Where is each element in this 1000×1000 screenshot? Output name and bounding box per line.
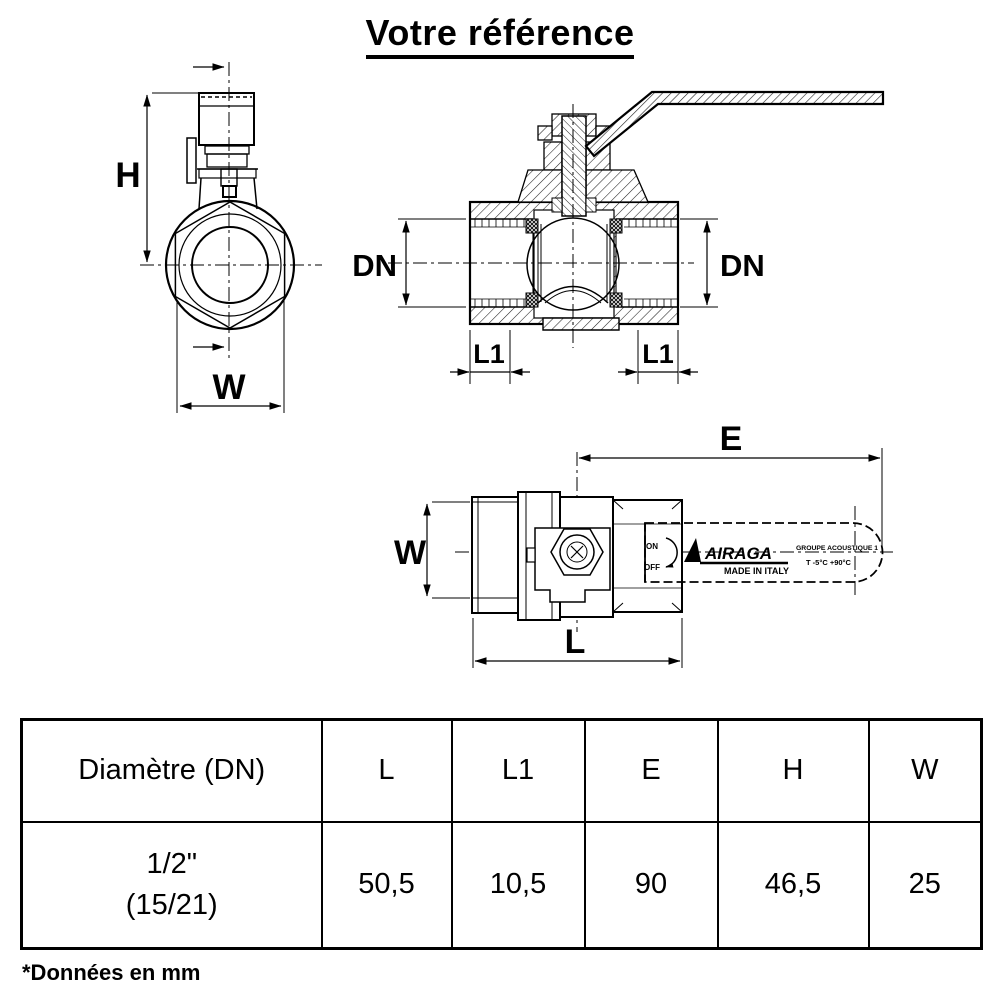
dimension-l [472, 618, 683, 668]
front-view-drawing: H W [115, 62, 322, 413]
dn-left-label: DN [352, 248, 397, 283]
right-port [615, 218, 678, 308]
e-dimension-label: E [720, 420, 743, 458]
l1-left-label: L1 [473, 339, 505, 369]
cell-l1: 10,5 [450, 820, 586, 950]
stem-and-bonnet-section [517, 113, 649, 217]
table-header-row: Diamètre (DN) L L1 E H W [20, 718, 983, 823]
l-dimension-label: L [565, 623, 586, 661]
dimension-h [143, 92, 198, 263]
handle-top-view [644, 522, 884, 583]
cell-diametre: 1/2" (15/21) [20, 820, 323, 950]
cell-h: 46,5 [716, 820, 870, 950]
header-l: L [320, 718, 453, 823]
ball-and-seats [525, 209, 623, 331]
handle-note-line2: T -5°C +90°C [806, 558, 852, 567]
page-title: Votre référence [365, 12, 635, 59]
dn-right-label: DN [720, 248, 765, 283]
handle-lever-section [584, 90, 885, 158]
valve-end-body [164, 199, 296, 331]
valve-body-section-hatch [470, 202, 678, 324]
cell-e: 90 [583, 820, 719, 950]
brand-logo-icon [684, 538, 701, 562]
w-dimension-label-top: W [394, 534, 427, 572]
handle-brand-text: AIRAGA [704, 544, 772, 563]
dimension-l1-left [450, 330, 530, 384]
units-footnote: *Données en mm [22, 960, 201, 985]
dn-size-value: 1/2" [146, 847, 198, 880]
h-dimension-label: H [115, 156, 140, 195]
header-l1: L1 [450, 718, 586, 823]
handle-made-in-text: MADE IN ITALY [724, 566, 789, 576]
dn-alt-value: (15/21) [125, 888, 218, 921]
dimension-dn-right [680, 218, 718, 308]
top-view-drawing: ON OFF AIRAGA MADE IN ITALY GROUPE ACOUS… [394, 420, 893, 668]
l1-right-label: L1 [642, 339, 674, 369]
cell-l: 50,5 [320, 820, 453, 950]
handle-off-label: OFF [644, 563, 660, 572]
top-view-body [471, 491, 683, 621]
dimension-w-front [176, 300, 285, 413]
handle-note-line1: GROUPE ACOUSTIQUE 1 [796, 545, 878, 552]
dimension-w-top [423, 501, 470, 599]
handle-on-label: ON [646, 542, 658, 551]
dimensions-table: Diamètre (DN) L L1 E H W 1/2" (15/21) 50… [20, 718, 983, 950]
dimension-l1-right [618, 330, 698, 384]
valve-drawings: H W [115, 62, 893, 668]
header-w: W [867, 718, 983, 823]
dimension-e [578, 448, 883, 552]
page-title-wrap: Votre référence [0, 12, 1000, 59]
dimension-dn-left [398, 218, 466, 308]
header-e: E [583, 718, 719, 823]
header-diametre: Diamètre (DN) [20, 718, 323, 823]
header-h: H [716, 718, 870, 823]
valve-stem-assembly [186, 92, 258, 210]
section-view-drawing: DN DN L1 L1 [352, 90, 885, 384]
table-data-row: 1/2" (15/21) 50,5 10,5 90 46,5 25 [20, 820, 983, 950]
cell-w: 25 [867, 820, 983, 950]
w-dimension-label-front: W [212, 368, 245, 407]
